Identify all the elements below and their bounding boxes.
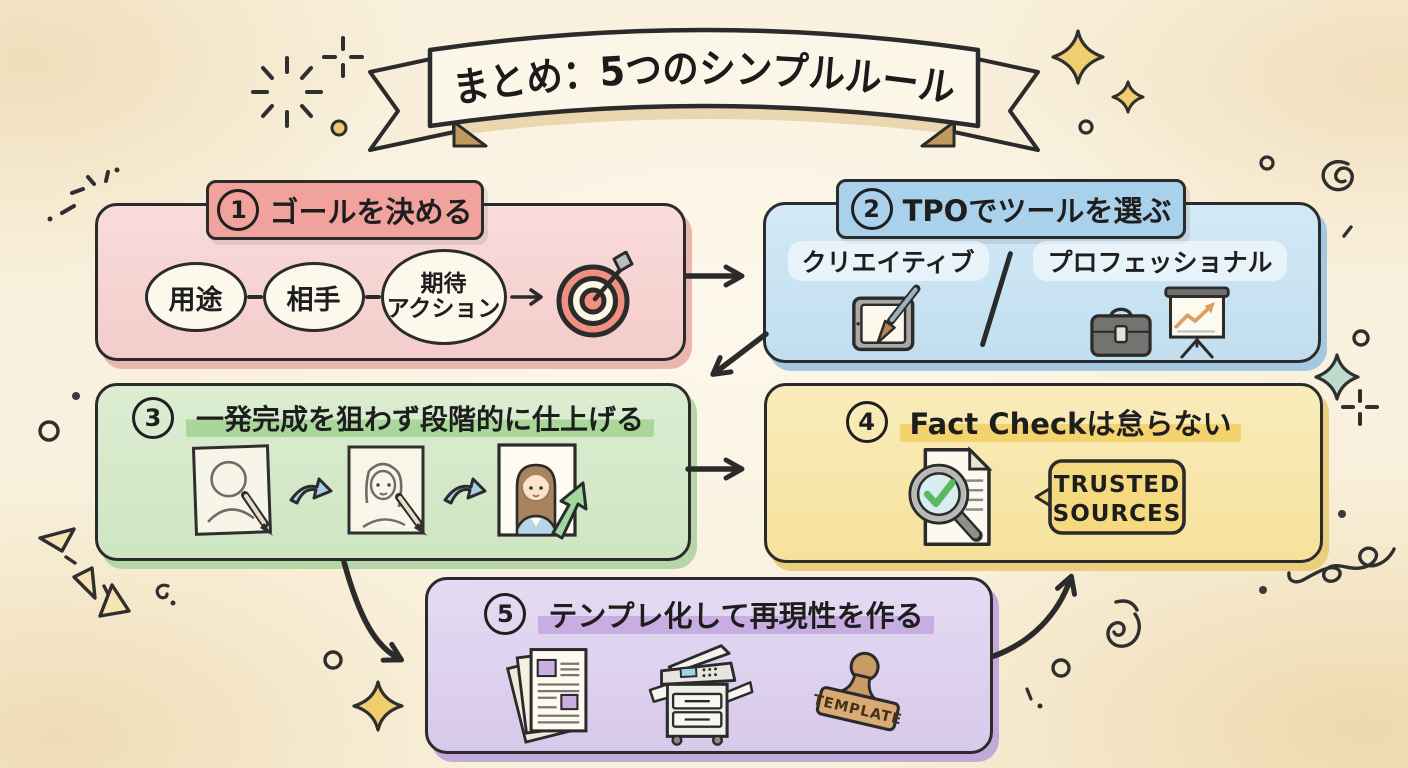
title-ribbon-banner: まとめ：5つのシンプルルール xyxy=(368,27,1040,152)
plus-sparkle-icon xyxy=(1341,389,1379,426)
arrow-tools-to-stages xyxy=(710,331,769,377)
rough-sketch-icon xyxy=(191,444,273,536)
factcheck-title-row: 4 Fact Checkは怠らない xyxy=(767,400,1320,444)
gold-star-icon xyxy=(1051,29,1105,85)
dot-doodle xyxy=(1338,510,1346,518)
dash-doodle xyxy=(1025,687,1033,701)
oval-connector xyxy=(364,295,381,299)
goal-title-bar: 1 ゴールを決める xyxy=(206,180,484,240)
sparkle-burst-icon xyxy=(251,56,323,128)
small-arrow-icon xyxy=(509,288,543,306)
triangle-confetti xyxy=(98,583,131,618)
dash-doodle xyxy=(64,555,77,565)
tools-title-bar: 2 TPOでツールを選ぶ xyxy=(836,179,1186,239)
dot-doodle xyxy=(1259,586,1267,594)
oval-expected-action: 期待 アクション xyxy=(380,249,507,345)
magnifier-checkmark-document-icon xyxy=(907,446,992,546)
dash-doodle xyxy=(1342,225,1353,238)
tablet-paintbrush-icon xyxy=(852,284,921,352)
dot-doodle xyxy=(72,392,80,400)
stages-title: 一発完成を狙わず段階的に仕上げる xyxy=(185,397,654,439)
goal-number-circle: 1 xyxy=(217,189,260,231)
dot-doodle xyxy=(1037,703,1043,709)
goal-content: 用途 相手 期待 アクション xyxy=(112,244,675,350)
circle-doodle xyxy=(1352,329,1370,347)
trusted-sources-badge: TRUSTED SOURCES xyxy=(1034,459,1186,535)
rule-box-stages: 3 一発完成を狙わず段階的に仕上げる xyxy=(95,383,691,561)
oval-purpose: 用途 xyxy=(144,262,247,332)
arrow-stages-to-template xyxy=(341,559,405,663)
rule-box-goal: 1 ゴールを決める 用途 相手 期待 アクション xyxy=(95,180,686,361)
refined-sketch-icon xyxy=(347,445,427,536)
blue-arrow-icon xyxy=(443,477,487,505)
circle-doodle xyxy=(38,420,60,442)
triangle-confetti xyxy=(38,527,76,553)
target-dart-icon xyxy=(556,251,633,338)
blue-arrow-icon xyxy=(289,477,333,505)
gold-star-icon xyxy=(352,680,404,732)
goal-title: ゴールを決める xyxy=(269,195,473,229)
template-content: TEMPLATE xyxy=(428,638,990,746)
presentation-chart-icon xyxy=(1164,286,1230,359)
factcheck-content: TRUSTED SOURCES xyxy=(767,444,1320,550)
oval-connector xyxy=(246,295,263,299)
tools-number-circle: 2 xyxy=(850,188,893,230)
rule-box-factcheck: 4 Fact Checkは怠らない TRUSTED xyxy=(764,383,1323,563)
oval-audience: 相手 xyxy=(262,262,365,332)
tools-title: TPOでツールを選ぶ xyxy=(902,194,1172,228)
factcheck-number-circle: 4 xyxy=(845,401,888,443)
gold-dot-icon xyxy=(330,119,348,137)
stages-content xyxy=(98,441,688,541)
creative-group: クリエイティブ xyxy=(787,241,989,357)
rule-box-tools: 2 TPOでツールを選ぶ クリエイティブ プロフェッショナル xyxy=(763,179,1321,363)
copier-icon xyxy=(648,644,754,746)
svg-text:TRUSTED: TRUSTED xyxy=(1053,472,1179,498)
factcheck-title: Fact Checkは怠らない xyxy=(899,400,1242,444)
professional-group: プロフェッショナル xyxy=(1024,241,1296,359)
circle-doodle xyxy=(1259,155,1275,171)
dash-doodle xyxy=(102,584,110,596)
stages-number-circle: 3 xyxy=(131,397,174,439)
hook-squiggle-doodle xyxy=(155,583,170,600)
briefcase-icon xyxy=(1090,307,1152,357)
gold-star-small-icon xyxy=(1111,80,1145,114)
template-title-row: 5 テンプレ化して再現性を作る xyxy=(428,592,990,636)
circle-doodle xyxy=(323,650,343,670)
creative-label: クリエイティブ xyxy=(787,241,989,281)
spiral-arc-doodle xyxy=(1114,599,1139,612)
teal-star-icon xyxy=(1314,353,1360,401)
ribbon-band xyxy=(427,27,981,129)
document-stack-icon xyxy=(505,648,588,744)
stages-title-row: 3 一発完成を狙わず段階的に仕上げる xyxy=(98,397,688,439)
dot-doodle xyxy=(170,600,176,606)
svg-text:SOURCES: SOURCES xyxy=(1052,501,1181,527)
circle-doodle xyxy=(1078,119,1094,135)
squiggle-doodle xyxy=(1321,160,1354,192)
template-stamp-icon: TEMPLATE xyxy=(811,651,904,732)
professional-label: プロフェッショナル xyxy=(1033,241,1287,281)
triangle-confetti xyxy=(72,566,97,600)
template-title: テンプレ化して再現性を作る xyxy=(538,592,934,636)
template-number-circle: 5 xyxy=(484,593,527,635)
arrow-template-to-factcheck xyxy=(991,573,1077,659)
finished-portrait-growth-icon xyxy=(497,443,588,540)
spiral-doodle xyxy=(1106,612,1141,648)
rule-box-template: 5 テンプレ化して再現性を作る xyxy=(425,577,993,754)
circle-doodle xyxy=(1051,658,1071,678)
